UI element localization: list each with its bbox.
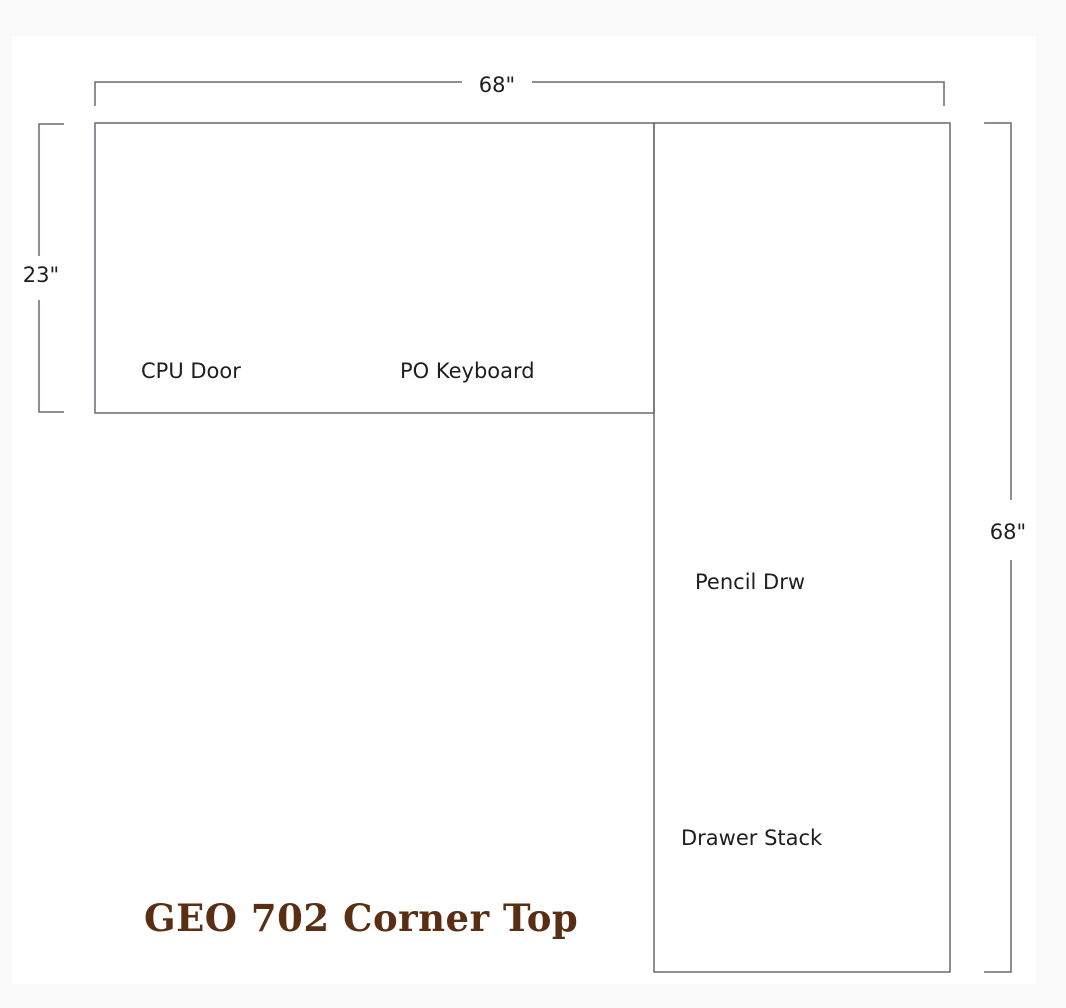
pencil-drawer-label: Pencil Drw bbox=[695, 570, 805, 594]
left-depth-label: 23" bbox=[23, 263, 59, 287]
cpu-door-label: CPU Door bbox=[141, 359, 241, 383]
diagram-title: GEO 702 Corner Top bbox=[144, 896, 579, 940]
vertical-return-section bbox=[653, 122, 951, 973]
right-length-label: 68" bbox=[990, 520, 1026, 544]
top-width-dimension-line bbox=[94, 81, 945, 106]
top-width-label: 68" bbox=[479, 73, 515, 97]
right-length-dimension-line bbox=[984, 122, 1012, 973]
po-keyboard-label: PO Keyboard bbox=[400, 359, 535, 383]
left-depth-dimension-line bbox=[38, 123, 64, 413]
diagram-sheet bbox=[12, 36, 1036, 984]
drawer-stack-label: Drawer Stack bbox=[681, 826, 823, 850]
